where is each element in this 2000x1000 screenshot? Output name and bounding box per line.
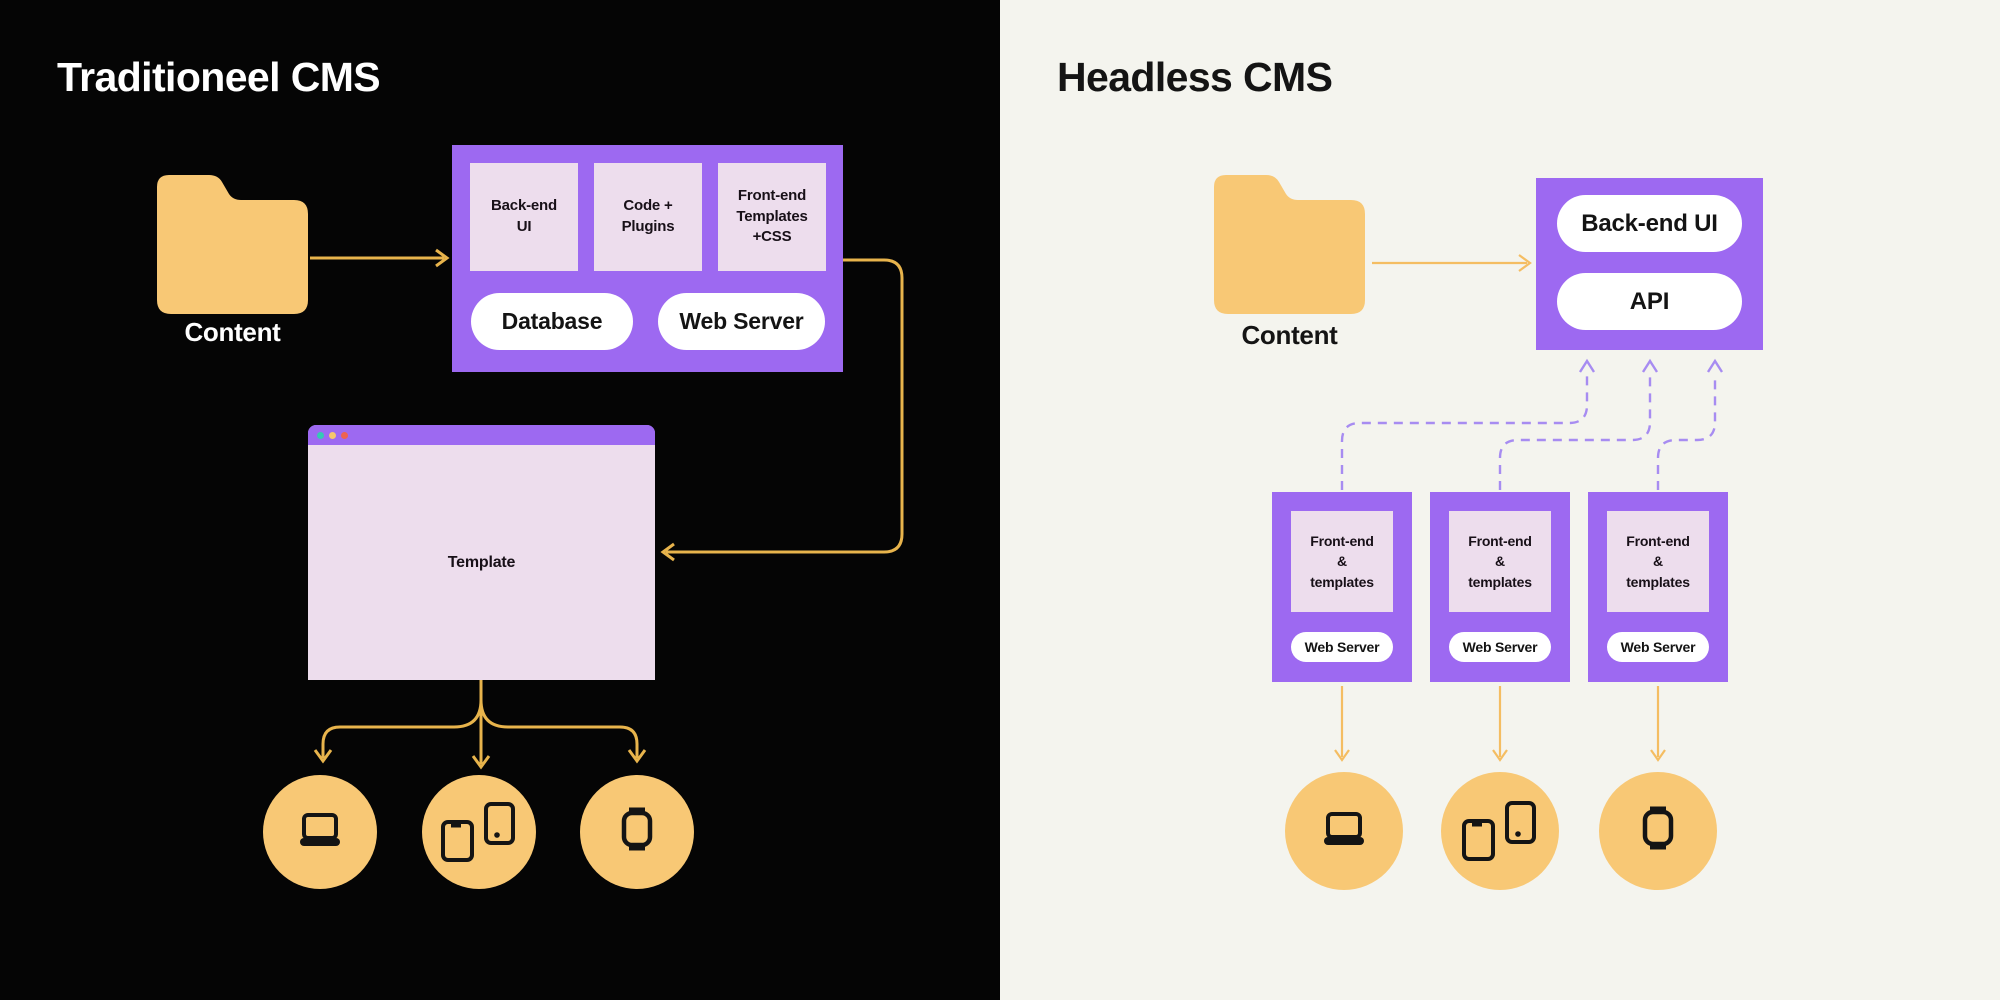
green-dot [317,431,324,439]
frontend-templates-module: Front-end Templates +CSS [718,163,826,271]
database-pill: Database [471,293,633,350]
left-panel-title: Traditioneel CMS [57,54,381,100]
browser-title-bar [308,425,655,445]
left-flow-arrows [310,248,904,770]
backend-ui-pill: Back-end UI [1557,195,1742,252]
frontend-box-3: Front-end & templates Web Server [1588,492,1728,682]
yellow-dot [329,431,336,439]
left-device-circles [263,775,694,889]
headless-cms-box: Back-end UI API [1536,178,1763,350]
frontend-templates-label: Front-end & templates [1607,511,1709,612]
api-pill: API [1557,273,1742,330]
red-dot [341,431,348,439]
left-folder-label: Content [184,317,281,347]
backend-ui-module: Back-end UI [470,163,578,271]
right-device-circles [1285,772,1717,890]
frontend-box-2: Front-end & templates Web Server [1430,492,1570,682]
web-server-pill: Web Server [1291,632,1393,662]
browser-window: Template [308,425,655,680]
frontend-templates-label: Front-end & templates [1449,511,1551,612]
frontend-box-1: Front-end & templates Web Server [1272,492,1412,682]
web-server-pill: Web Server [658,293,825,350]
template-label: Template [447,553,516,571]
frontend-templates-label: Front-end & templates [1291,511,1393,612]
right-panel-title: Headless CMS [1057,54,1333,100]
web-server-pill: Web Server [1607,632,1709,662]
right-folder-label: Content [1241,320,1338,350]
code-plugins-module: Code + Plugins [594,163,702,271]
browser-body: Template [308,445,655,680]
right-flow-arrows [1334,254,1666,762]
traditional-cms-box: Back-end UI Code + Plugins Front-end Tem… [452,145,843,372]
web-server-pill: Web Server [1449,632,1551,662]
api-dashed-arrows [1340,358,1724,490]
